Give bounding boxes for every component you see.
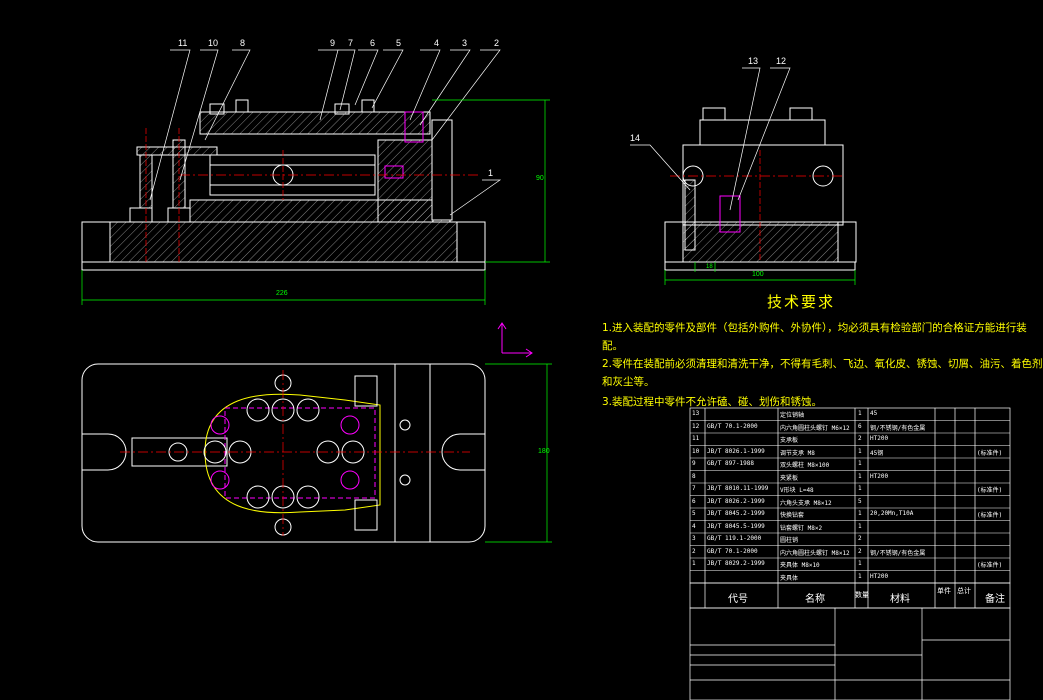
- cad-drawing: [81, 49, 1011, 700]
- bom-table-grid: [689, 407, 1011, 700]
- side-dims: [664, 262, 856, 285]
- front-dims: [81, 99, 550, 305]
- ucs-icon: [497, 322, 533, 358]
- bom-row-lines: [690, 420, 1010, 571]
- side-leaders: [630, 67, 791, 211]
- side-view: [664, 107, 857, 271]
- plan-dims: [485, 363, 552, 543]
- plan-view: [81, 363, 486, 543]
- front-view: [81, 99, 486, 271]
